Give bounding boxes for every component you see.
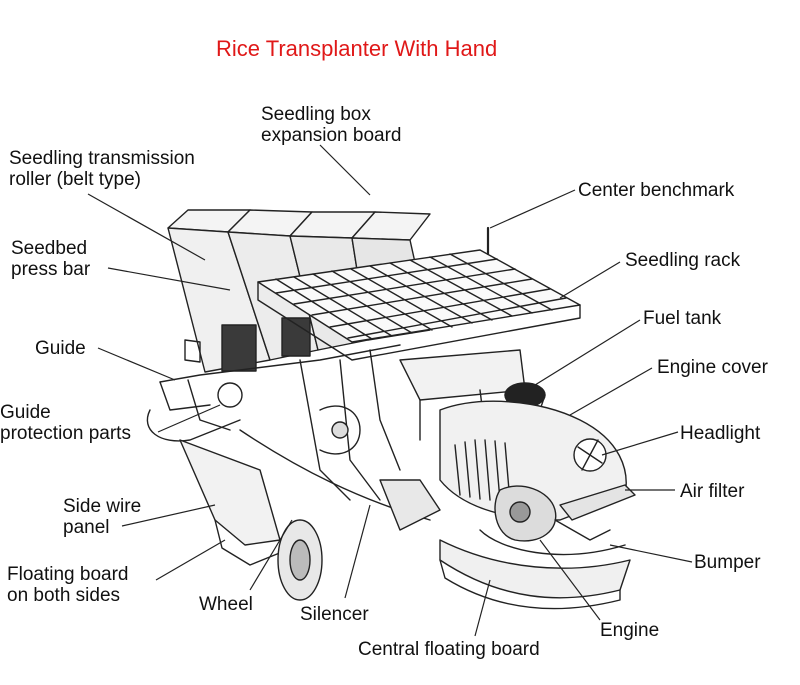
leader-bumper — [609, 544, 693, 563]
leader-seedbed-press-bar — [107, 267, 231, 291]
wheel-shape — [277, 519, 323, 601]
label-line: Seedbed — [11, 238, 88, 259]
leader-central-floating-board — [474, 579, 491, 637]
label-guide-protection: Guide protection parts — [0, 402, 131, 444]
leader-wheel — [249, 519, 293, 591]
leader-engine — [539, 539, 601, 621]
guide-frame — [146, 339, 401, 442]
leader-seedling-box — [319, 144, 371, 196]
label-side-wire-panel: Side wire panel — [63, 496, 141, 538]
leader-side-wire-panel — [121, 504, 216, 527]
label-seedbed-press-bar: Seedbed press bar — [11, 238, 90, 280]
label-line: roller (belt type) — [9, 169, 141, 190]
label-line: Guide — [0, 402, 51, 423]
fuel-tank-shape — [504, 382, 546, 411]
label-headlight: Headlight — [680, 423, 761, 444]
leader-guide — [97, 347, 176, 381]
label-silencer: Silencer — [300, 604, 369, 625]
leader-seedling-rack — [559, 261, 621, 299]
diagram-title: Rice Transplanter With Hand — [216, 36, 498, 61]
leader-guide-protection — [157, 404, 221, 433]
label-wheel: Wheel — [199, 594, 253, 615]
leader-engine-cover — [569, 367, 653, 416]
label-seedling-rack: Seedling rack — [625, 250, 741, 271]
seedling-rack-grid — [257, 226, 581, 361]
label-engine-cover: Engine cover — [657, 357, 768, 378]
label-fuel-tank: Fuel tank — [643, 308, 722, 329]
label-line: panel — [63, 517, 110, 538]
label-line: expansion board — [261, 125, 402, 146]
leader-transmission-roller — [87, 193, 206, 261]
label-line: press bar — [11, 259, 91, 280]
central-float — [439, 529, 631, 610]
label-line: protection parts — [0, 423, 131, 444]
leader-lines — [87, 144, 693, 637]
label-seedling-box: Seedling box expansion board — [261, 104, 402, 146]
label-transmission-roller: Seedling transmission roller (belt type) — [9, 148, 195, 190]
label-line: Floating board — [7, 564, 129, 585]
label-central-floating-board: Central floating board — [358, 639, 540, 660]
label-bumper: Bumper — [694, 552, 761, 573]
leader-silencer — [344, 504, 371, 599]
label-air-filter: Air filter — [680, 481, 745, 502]
label-line: Side wire — [63, 496, 142, 517]
leader-floating-board-sides — [155, 539, 226, 581]
label-center-benchmark: Center benchmark — [578, 180, 735, 201]
leader-fuel-tank — [534, 319, 641, 386]
side-float — [179, 439, 283, 566]
label-line: on both sides — [7, 585, 121, 606]
leader-center-benchmark — [489, 189, 576, 229]
label-engine: Engine — [600, 620, 660, 641]
label-line: Seedling box — [261, 104, 371, 125]
engine-shape — [494, 484, 636, 542]
label-guide: Guide — [35, 338, 86, 359]
leader-headlight — [601, 431, 679, 456]
label-floating-board-sides: Floating board on both sides — [7, 564, 128, 606]
label-line: Seedling transmission — [9, 148, 195, 169]
